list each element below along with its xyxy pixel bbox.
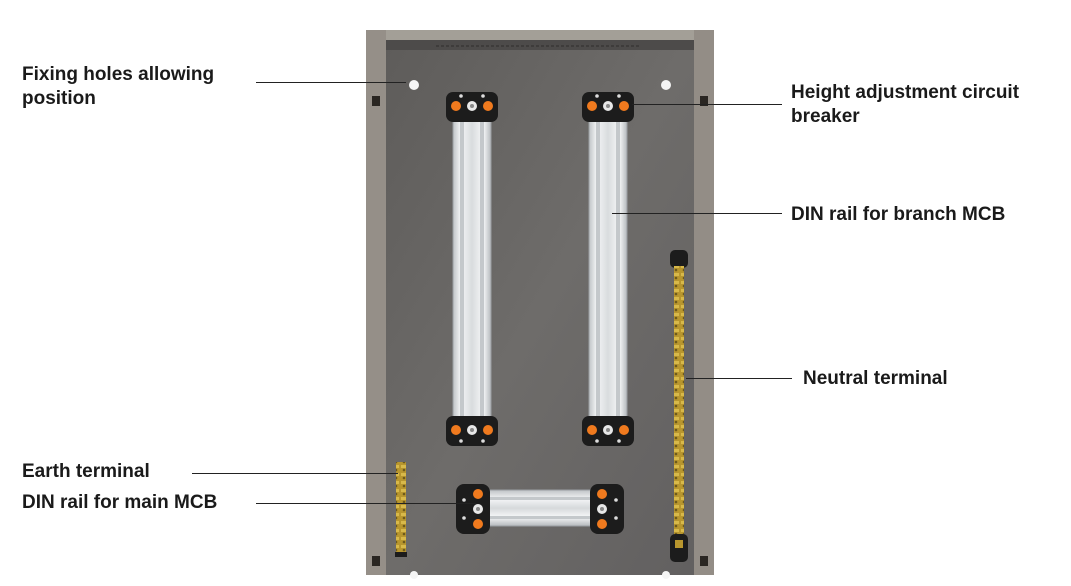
label-din-branch: DIN rail for branch MCB <box>791 204 1006 225</box>
din-rail-branch-right <box>588 111 628 429</box>
din-rail-branch-left <box>452 111 492 429</box>
frame-slot <box>372 96 380 106</box>
enclosure-left-wall <box>366 30 386 575</box>
label-fixing-holes: Fixing holes allowing position <box>22 64 215 109</box>
earth-terminal <box>395 462 407 557</box>
fixing-hole <box>410 571 418 579</box>
frame-slot <box>372 556 380 566</box>
leader-din-main <box>256 503 476 504</box>
neutral-terminal <box>670 250 688 562</box>
frame-slot <box>700 96 708 106</box>
leader-earth-terminal <box>192 473 398 474</box>
back-plate-top-shadow <box>386 40 694 50</box>
rail-bracket-bottom-right <box>582 416 634 446</box>
enclosure-right-wall <box>694 30 714 575</box>
main-rail-bracket-left <box>456 484 490 534</box>
leader-fixing-holes <box>256 82 406 83</box>
fixing-hole <box>409 80 419 90</box>
label-earth-terminal: Earth terminal <box>22 461 150 482</box>
frame-slot <box>700 556 708 566</box>
din-rail-main <box>479 489 601 527</box>
label-neutral-terminal: Neutral terminal <box>803 368 948 389</box>
leader-height-adjustment <box>632 104 782 105</box>
rail-bracket-top-right <box>582 92 634 122</box>
fixing-hole <box>662 571 670 579</box>
leader-din-branch <box>612 213 782 214</box>
back-plate <box>386 40 694 575</box>
leader-neutral-terminal <box>686 378 792 379</box>
fixing-hole <box>661 80 671 90</box>
rail-bracket-top-left <box>446 92 498 122</box>
label-height-adjustment: Height adjustment circuit breaker <box>791 82 1020 127</box>
label-din-main: DIN rail for main MCB <box>22 492 218 513</box>
main-rail-bracket-right <box>590 484 624 534</box>
rail-bracket-bottom-left <box>446 416 498 446</box>
